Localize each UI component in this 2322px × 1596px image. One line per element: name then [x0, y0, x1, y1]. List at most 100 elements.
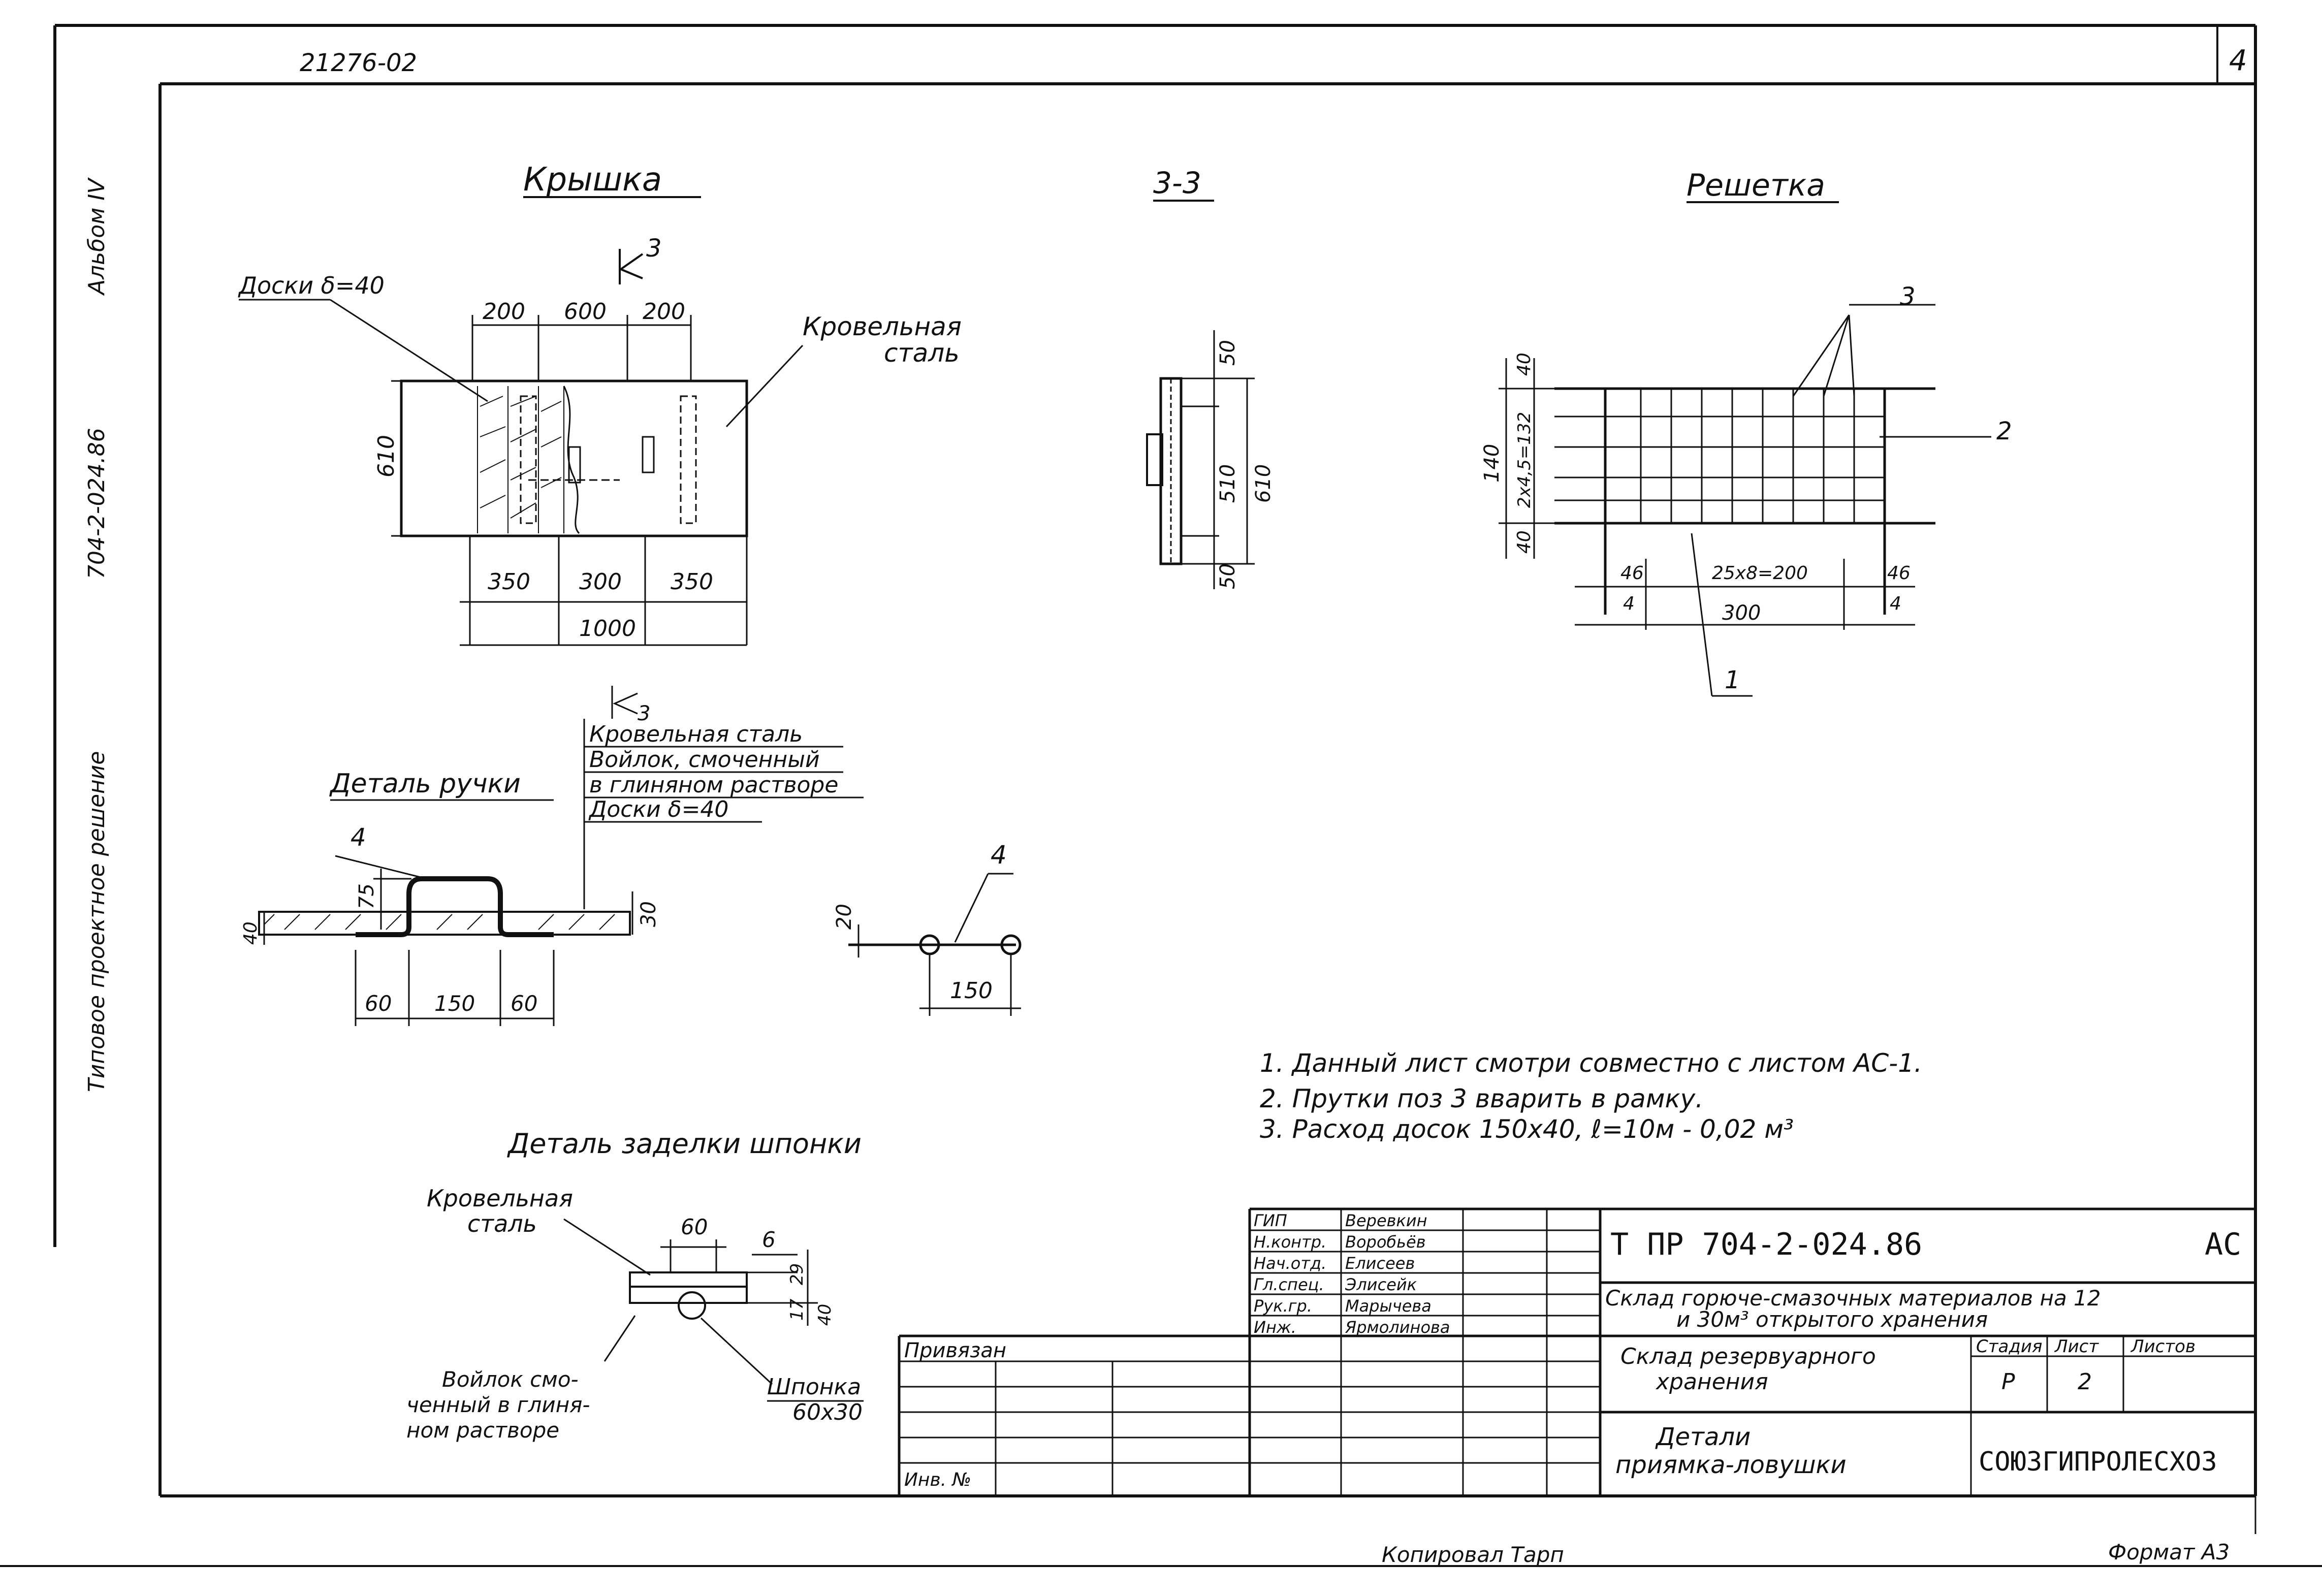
dim-grate-left-bot: 40	[1514, 530, 1535, 554]
key-felt-2: ченный в глиня-	[406, 1392, 590, 1417]
dim-rod-h: 20	[833, 904, 856, 930]
dim-grate-b1: 46	[1620, 563, 1644, 584]
dim-sec-mid: 510	[1216, 464, 1239, 503]
privyazan-label: Привязан	[904, 1339, 1006, 1362]
object-line-1: Склад резервуарного	[1620, 1344, 1876, 1369]
name-3: Элисейк	[1345, 1275, 1417, 1294]
dim-cover-bot-right: 350	[671, 569, 713, 595]
key-steel-1: Кровельная	[427, 1185, 573, 1212]
sheet-value: 2	[2078, 1369, 2092, 1395]
role-4: Рук.гр.	[1254, 1296, 1312, 1316]
grate-view: Решетка	[1480, 168, 2012, 697]
dim-grate-b5: 300	[1722, 601, 1761, 625]
dim-cover-bot-mid: 300	[579, 569, 622, 595]
cover-title: Крышка	[523, 161, 662, 199]
doc-mark: АС	[2205, 1227, 2241, 1262]
dim-handle-b2: 150	[434, 991, 475, 1016]
project-line-1: Склад горюче-смазочных материалов на 12	[1605, 1286, 2101, 1311]
dim-cover-height: 610	[373, 435, 399, 477]
role-0: ГИП	[1254, 1211, 1287, 1230]
dim-handle-b1: 60	[365, 991, 392, 1016]
dim-grate-b6: 4	[1890, 593, 1901, 614]
dim-handle-b3: 60	[511, 991, 537, 1016]
dim-grate-b4: 4	[1623, 593, 1635, 614]
dim-grate-left-top: 40	[1514, 353, 1535, 376]
dim-key-top: 60	[681, 1215, 708, 1239]
sheet-frame	[0, 24, 2322, 1567]
side-title: Типовое проектное решение	[84, 751, 110, 1092]
layer-1: Кровельная сталь	[589, 721, 803, 747]
note-2: 2. Прутки поз 3 вварить в рамку.	[1260, 1084, 1703, 1113]
name-0: Веревкин	[1345, 1211, 1427, 1230]
layers-section-mark: 3	[638, 702, 650, 725]
note-3: 3. Расход досок 150x40, ℓ=10м - 0,02 м³	[1260, 1114, 1794, 1144]
doc-designation: Т ПР 704-2-024.86	[1610, 1227, 1922, 1262]
project-line-2: и 30м³ открытого хранения	[1676, 1307, 1988, 1332]
section-title: 3-3	[1153, 166, 1201, 200]
stage-value: Р	[2001, 1369, 2015, 1395]
layer-2: Войлок, смоченный	[589, 747, 820, 773]
key-felt-1: Войлок смо-	[442, 1367, 579, 1392]
side-labels: Типовое проектное решение 704-2-024.86 А…	[84, 177, 110, 1092]
drawing-line-1: Детали	[1655, 1423, 1751, 1451]
dim-rod-w: 150	[950, 978, 993, 1004]
grate-callout-3: 3	[1900, 282, 1916, 311]
name-5: Ярмолинова	[1345, 1318, 1450, 1337]
handle-detail: Деталь ручки 4 75 40 30 60 150	[240, 769, 660, 1026]
name-2: Елисеев	[1345, 1254, 1415, 1273]
role-1: Н.контр.	[1254, 1232, 1326, 1252]
rod-detail: 4 20 150	[833, 840, 1022, 1016]
handle-title: Деталь ручки	[329, 769, 521, 799]
key-steel-2: сталь	[467, 1210, 537, 1237]
inv-label: Инв. №	[904, 1470, 971, 1490]
dim-key-h3: 40	[815, 1304, 835, 1326]
handle-callout: 4	[351, 823, 366, 852]
board-label: Доски δ=40	[238, 272, 385, 299]
sheet-header: Лист	[2054, 1336, 2099, 1357]
title-block: ГИП Веревкин Н.контр. Воробьёв Нач.отд. …	[898, 1207, 2255, 1496]
dim-sec-total: 610	[1252, 464, 1275, 503]
dim-handle-right: 30	[637, 901, 660, 927]
dim-grate-b2: 25x8=200	[1712, 563, 1808, 584]
dim-handle-left: 40	[240, 921, 261, 945]
note-1: 1. Данный лист смотри совместно с листом…	[1260, 1048, 1922, 1078]
key-felt-3: ном растворе	[406, 1418, 559, 1443]
key-title: Деталь заделки шпонки	[507, 1128, 862, 1160]
dim-key-h1: 29	[787, 1263, 807, 1285]
key-detail: Деталь заделки шпонки Кровельная сталь 6…	[406, 1128, 864, 1443]
dim-cover-bot-left: 350	[488, 569, 530, 595]
layer-4: Доски δ=40	[588, 796, 728, 822]
dim-cover-total: 1000	[579, 616, 636, 642]
dim-grate-left-total: 140	[1480, 444, 1504, 483]
layer-3: в глиняном растворе	[589, 772, 838, 798]
rod-callout: 4	[991, 840, 1007, 870]
dim-key-h2: 17	[787, 1298, 807, 1321]
section-3-3: 3-3 50 510 610 50	[1146, 166, 1275, 589]
dim-key-w: 6	[762, 1227, 776, 1252]
role-5: Инж.	[1254, 1318, 1296, 1337]
stage-header: Стадия	[1976, 1336, 2042, 1357]
steel-label-2: сталь	[884, 338, 960, 368]
layers-callout: 3 Кровельная сталь Войлок, смоченный в г…	[583, 686, 864, 909]
grate-callout-2: 2	[1996, 417, 2012, 445]
dim-sec-top: 50	[1216, 340, 1239, 366]
role-3: Гл.спец.	[1254, 1275, 1324, 1294]
object-line-2: хранения	[1655, 1369, 1768, 1395]
dim-grate-b3: 46	[1887, 563, 1911, 584]
side-number: 704-2-024.86	[84, 428, 110, 579]
board-hatch	[477, 386, 564, 533]
dim-cover-top-mid: 600	[564, 299, 607, 325]
doc-code: 21276-02	[300, 49, 417, 77]
name-1: Воробьёв	[1345, 1232, 1426, 1252]
key-label-1: Шпонка	[767, 1374, 861, 1400]
dim-cover-top-left: 200	[483, 299, 525, 325]
sheet-number: 4	[2229, 44, 2247, 77]
name-4: Марычева	[1345, 1296, 1432, 1316]
key-label-2: 60x30	[792, 1399, 863, 1425]
steel-label-1: Кровельная	[803, 312, 962, 341]
dim-grate-left-mid: 2x4,5=132	[1514, 412, 1535, 508]
grate-callout-1: 1	[1725, 666, 1740, 694]
general-notes: 1. Данный лист смотри совместно с листом…	[1260, 1048, 1922, 1144]
